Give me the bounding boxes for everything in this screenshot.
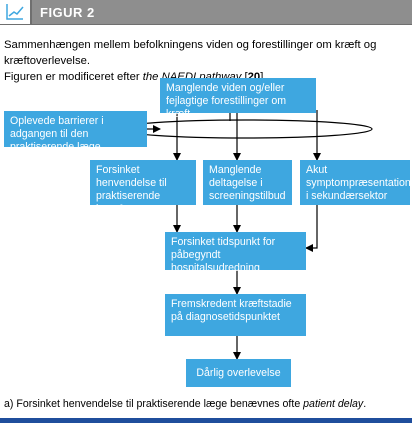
node-delayed-diagnosis: Forsinket tidspunkt for påbegyndt hospit… xyxy=(165,232,306,274)
node-poor-survival: Dårlig overlevelse xyxy=(186,359,291,387)
footnote-term: patient delay xyxy=(303,398,364,410)
line-chart-icon xyxy=(0,0,32,24)
node-barriers: Oplevede barrierer i adgangen til den pr… xyxy=(4,111,147,153)
figure-header: FIGUR 2 xyxy=(0,0,412,25)
node-delayed-referral: Forsinket henvendelse til praktiserende … xyxy=(90,160,196,215)
caption-line-1: Sammenhængen mellem befolkningens viden … xyxy=(4,39,377,67)
node-screening: Manglende deltagelse i screeningstilbud xyxy=(203,160,292,205)
node-knowledge: Manglende viden og/eller fejlagtige fore… xyxy=(160,78,316,120)
bottom-rule xyxy=(0,418,412,423)
arrow-acute-to-diagnosis xyxy=(305,205,318,252)
node-advanced-stage: Fremskredent kræftstadie på diagnosetids… xyxy=(165,294,306,336)
figure-title: FIGUR 2 xyxy=(40,5,95,20)
node-acute: Akut symptompræsentation i sekundærsekto… xyxy=(300,160,411,205)
footnote: a) Forsinket henvendelse til praktiseren… xyxy=(4,398,367,410)
